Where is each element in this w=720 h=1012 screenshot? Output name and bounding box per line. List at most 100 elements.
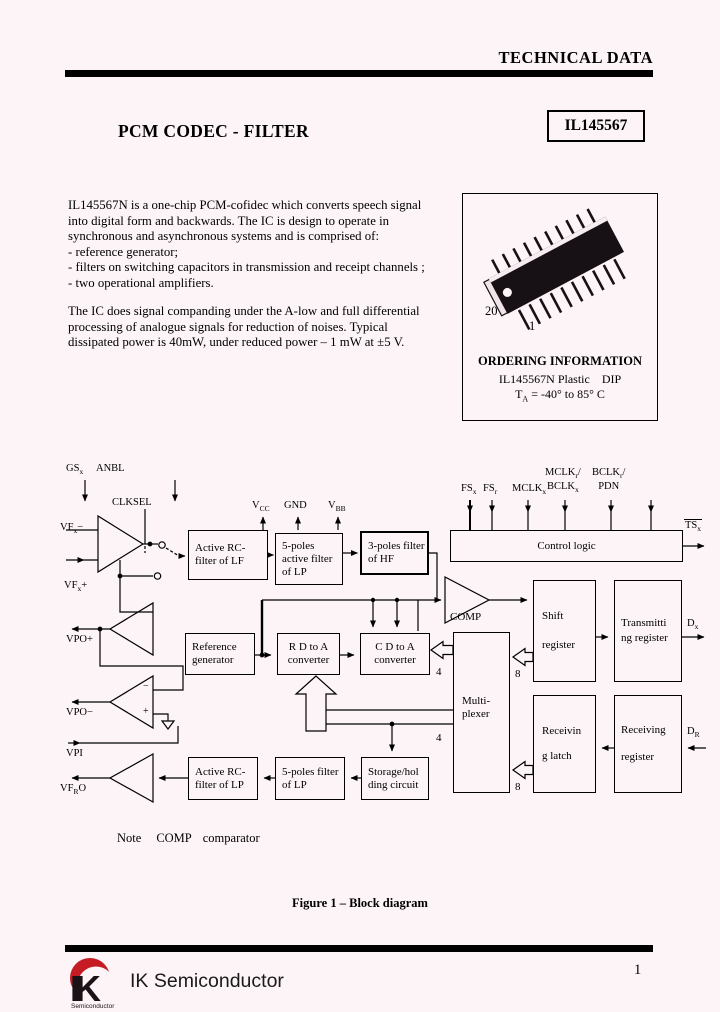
block-label: 5-poles [282, 539, 315, 552]
intro-text: IL145567N is a one-chip PCM-cofidec whic… [68, 198, 488, 351]
block-label: C D to A [375, 641, 415, 653]
doc-type-label: TECHNICAL DATA [498, 48, 653, 67]
opamp-vpo-minus-triangle [108, 674, 154, 730]
block-label: 5-poles filter [282, 765, 339, 778]
pin-label-dr: DR [687, 726, 700, 740]
note-desc: comparator [202, 831, 260, 845]
note-line: Note COMP comparator [117, 831, 260, 846]
block-label: ding circuit [368, 778, 419, 791]
pin-label-gsx: GSx [66, 463, 84, 477]
block-label: generator [192, 654, 234, 666]
text-line: into digital form and backwards. The IC … [68, 213, 390, 228]
bus-width-4-label: 4 [436, 732, 442, 744]
block-control-logic: Control logic [450, 530, 683, 562]
block-receiving-register: Receiving register [614, 695, 682, 793]
pin-label-fsx: FSx [461, 483, 477, 497]
block-label: Transmitti [621, 617, 667, 629]
text-line: IL145567N is a one-chip PCM-cofidec whic… [68, 198, 422, 212]
package-line: IL145567N Plastic DIP [498, 372, 622, 386]
note-label: Note [117, 831, 142, 845]
block-label: filter of LP [195, 778, 244, 791]
bus-arrow-shift-to-mux [511, 647, 534, 667]
block-label: g latch [542, 750, 572, 762]
pin-label-dx: Dx [687, 618, 699, 632]
temp-range-line: TA = -40° to 85° C [515, 387, 605, 404]
pin-label-bclkr-pdn: BCLKr/ PDN [592, 467, 626, 493]
block-receiving-latch: Receivin g latch [533, 695, 596, 793]
block-label: Receiving [621, 724, 666, 736]
note-term: COMP [156, 831, 192, 845]
figure-caption: Figure 1 – Block diagram [292, 896, 428, 910]
block-label: converter [374, 654, 416, 666]
block-label: register [542, 639, 575, 651]
pin-20-label: 20 [485, 304, 498, 318]
bus-arrow-up-to-rda [294, 675, 338, 732]
block-c-d-to-a-converter: C D to A converter [360, 633, 430, 675]
bus-arrow-mux-to-cda [429, 640, 454, 660]
part-number-box: IL145567 [547, 110, 645, 142]
block-label: ng register [621, 632, 668, 644]
bus-width-8-label: 8 [515, 668, 521, 680]
block-label: of HF [368, 553, 394, 565]
wire-dac-to-comp [417, 597, 442, 631]
opamp-vpo-plus-triangle [108, 601, 154, 657]
pin-label-vbb: VBB [328, 500, 346, 514]
pin-label-mclkx: MCLKx [512, 483, 547, 497]
block-label: register [621, 751, 654, 763]
footer-rule [65, 945, 653, 952]
text-line: - reference generator; [68, 244, 179, 259]
opamp-plus-sign: + [143, 706, 149, 717]
intro-paragraph-1: IL145567N is a one-chip PCM-cofidec whic… [68, 198, 488, 291]
pin-label-vpo-minus: VPO− [66, 707, 93, 718]
block-label: Control logic [537, 539, 596, 552]
ordering-heading: ORDERING INFORMATION [477, 354, 642, 368]
block-label: filter of LF [195, 555, 244, 567]
text-line: - filters on switching capacitors in tra… [68, 260, 425, 274]
block-label: Storage/hol [368, 765, 419, 778]
pin-label-vfro: VFRO [60, 783, 87, 797]
page-number: 1 [634, 962, 642, 978]
wire-vpi-route [80, 726, 179, 744]
text-line: processing of analogue signals for reduc… [68, 319, 388, 334]
block-label: of LP [282, 565, 307, 578]
wire-hf-to-comp [429, 552, 438, 600]
pin-label-vfx-minus: VFx− [60, 522, 84, 536]
block-shift-register: Shift register [533, 580, 596, 682]
block-3pole-filter-hf: 3-poles filter of HF [360, 531, 429, 575]
pin-label-tsx: TSx [684, 519, 703, 534]
block-label: R D to A [288, 641, 329, 653]
intro-paragraph-2: The IC does signal companding under the … [68, 304, 488, 351]
logo-sub-text: Semiconductor [71, 1003, 115, 1010]
pin-1-label: 1 [529, 319, 536, 333]
pin-label-vpi: VPI [66, 748, 83, 759]
pin-label-vfx-plus: VFx+ [64, 580, 88, 594]
text-line: - two operational amplifiers. [68, 275, 214, 290]
block-r-d-to-a-converter: R D to A converter [277, 633, 340, 675]
ik-logo: IK Semiconductor [70, 958, 115, 1010]
opamp-rx-triangle [108, 752, 154, 804]
block-label: Receivin [542, 725, 582, 737]
header-rule [65, 70, 653, 77]
wire-switch-dashed [165, 547, 180, 557]
comp-triangle [444, 576, 491, 624]
block-label: converter [287, 654, 330, 666]
opamp1-triangle [97, 514, 145, 574]
block-label: 3-poles filter [368, 540, 425, 552]
bus-arrow-latch-to-mux [511, 760, 534, 780]
opamp-minus-sign: − [143, 681, 149, 692]
dip-chip-illustration [483, 208, 626, 331]
switch-contact-icon [158, 541, 166, 549]
ordering-info-box: 20 1 ORDERING INFORMATION IL145567N Plas… [462, 193, 658, 421]
block-active-rc-filter-lp: Active RC- filter of LP [188, 757, 258, 800]
block-active-rc-filter-lf: Active RC- filter of LF [188, 530, 268, 580]
ground-icon [160, 720, 176, 730]
wire-feedback-switch [119, 560, 153, 577]
wire-vfx-plus-feed [119, 576, 153, 613]
comparator-label: COMP [450, 611, 482, 623]
pin-label-clksel: CLKSEL [112, 497, 152, 508]
block-label: Active RC- [195, 542, 246, 554]
block-storage-holding-circuit: Storage/hol ding circuit [361, 757, 429, 800]
pin-label-anbl: ANBL [96, 463, 125, 474]
text-line: dissipated power is 40mW, under reduced … [68, 335, 405, 349]
